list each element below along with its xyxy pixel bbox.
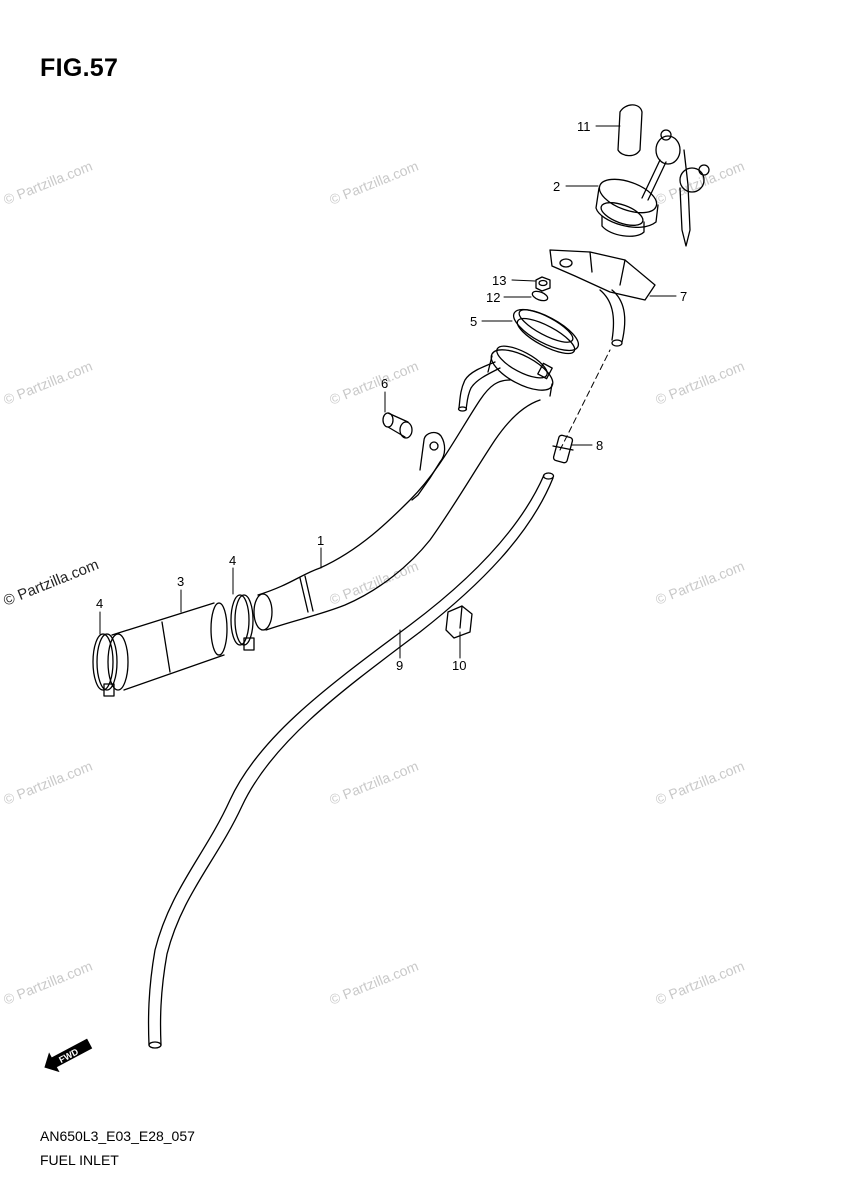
drain-tube-end (457, 406, 468, 412)
hose-clamp-screw (243, 637, 255, 651)
figure-title: FIG.57 (40, 54, 119, 82)
joint-hose (111, 602, 215, 636)
watermark: © Partzilla.com (327, 358, 420, 408)
watermark: © Partzilla.com (1, 958, 94, 1008)
hose-clip (459, 605, 463, 629)
fuel-cap (595, 187, 659, 228)
hose-clamp (92, 633, 114, 691)
callout-6: 6 (381, 376, 388, 391)
hose-fitting (552, 445, 574, 451)
joint-hose-taper (161, 621, 171, 673)
filler-neck-body (257, 379, 511, 596)
drain-tube (458, 361, 496, 409)
fuel-cap-bracket (589, 251, 626, 286)
bracket-hose-end (611, 339, 623, 347)
fuel-cap-bracket-hole (559, 258, 573, 268)
hose-clamp (230, 594, 250, 646)
hose-clip (445, 605, 473, 639)
watermark: © Partzilla.com (327, 958, 420, 1008)
watermark: © Partzilla.com (653, 958, 746, 1008)
watermark: © Partzilla.com (653, 358, 746, 408)
breather-hose-edge (159, 477, 554, 1046)
watermark-layer: © Partzilla.com © Partzilla.com © Partzi… (1, 158, 746, 1008)
callout-7: 7 (680, 289, 687, 304)
callout-13: 13 (492, 273, 506, 288)
filler-neck-ring (304, 575, 314, 612)
fuel-cap-bracket (549, 249, 656, 301)
key (641, 159, 667, 201)
fuel-cap (601, 215, 645, 237)
callout-8: 8 (596, 438, 603, 453)
watermark: © Partzilla.com (653, 158, 746, 208)
callout-4: 4 (96, 596, 103, 611)
key (698, 164, 710, 176)
key (679, 167, 705, 193)
breather-hose-end (148, 1041, 162, 1049)
joint-hose-end (107, 633, 129, 691)
drain-tube (465, 367, 501, 411)
callout-1: 1 (317, 533, 324, 548)
filler-neck-ring (299, 577, 309, 613)
callout-layer: 1 2 3 4 4 5 6 7 8 9 10 11 12 13 (96, 119, 687, 673)
callout-2: 2 (553, 179, 560, 194)
hose-clamp (96, 633, 118, 691)
fuel-cap (598, 178, 658, 214)
filler-neck-flange (496, 345, 548, 379)
watermark: © Partzilla.com (1, 358, 94, 408)
nut (538, 279, 548, 287)
grommet (399, 421, 413, 439)
joint-hose (123, 654, 225, 691)
filler-neck-tab (537, 362, 553, 380)
callout-12: 12 (486, 290, 500, 305)
diagram-code: AN650L3_E03_E28_057 (40, 1128, 195, 1144)
connection-line (559, 349, 611, 451)
filler-neck-body (265, 399, 541, 631)
callout-5: 5 (470, 314, 477, 329)
callout-3: 3 (177, 574, 184, 589)
seal-gasket (516, 317, 576, 355)
key (660, 129, 672, 141)
breather-hose-end (542, 472, 555, 480)
hose-clamp-screw (103, 683, 115, 697)
watermark: © Partzilla.com (1, 758, 94, 808)
neck-bracket (411, 431, 446, 501)
leader-line (511, 279, 536, 282)
washer (531, 290, 549, 302)
callout-9: 9 (396, 658, 403, 673)
fwd-arrow: FWD (44, 1038, 93, 1073)
breather-hose (147, 474, 545, 1046)
key (655, 135, 681, 165)
watermark: © Partzilla.com (1, 556, 101, 610)
callout-11: 11 (577, 119, 591, 134)
callout-10: 10 (452, 658, 466, 673)
cap-cover (617, 104, 643, 157)
nut (535, 276, 551, 292)
joint-hose-end (210, 602, 228, 656)
callout-4: 4 (229, 553, 236, 568)
neck-bracket-hole (429, 441, 439, 451)
watermark: © Partzilla.com (327, 758, 420, 808)
watermark: © Partzilla.com (1, 158, 94, 208)
filler-neck-end (253, 593, 273, 631)
watermark: © Partzilla.com (653, 758, 746, 808)
watermark: © Partzilla.com (653, 558, 746, 608)
diagram-name: FUEL INLET (40, 1152, 119, 1168)
watermark: © Partzilla.com (327, 158, 420, 208)
bracket-hose (599, 289, 626, 343)
key (679, 149, 691, 247)
fuel-cap (600, 202, 644, 226)
seal-gasket (518, 309, 574, 343)
